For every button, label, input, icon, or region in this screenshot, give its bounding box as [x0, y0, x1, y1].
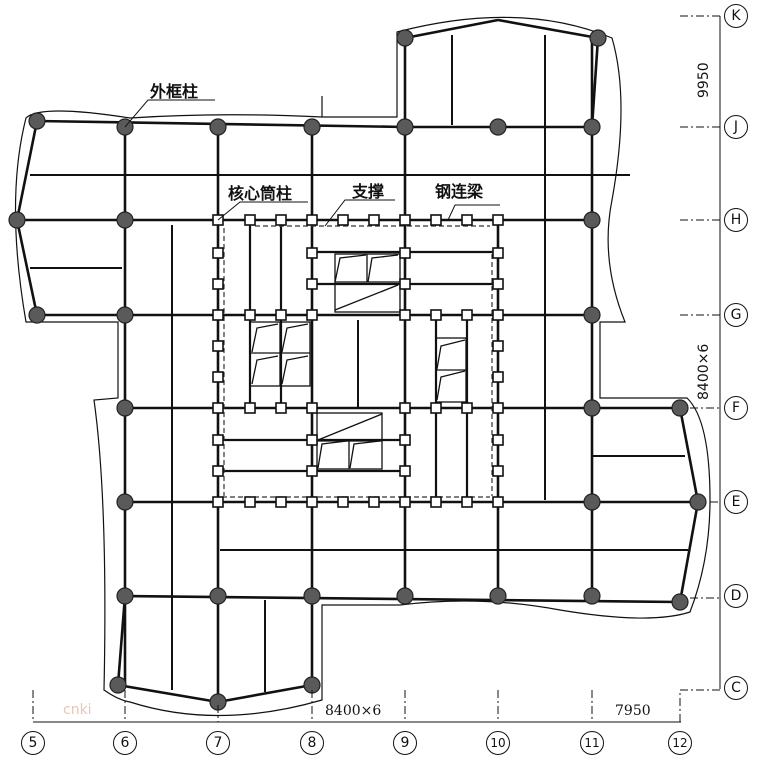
axis-bubble-12: 12 — [668, 731, 692, 755]
axis-bubble-K: K — [724, 4, 748, 28]
outer-frame-columns — [8, 29, 707, 711]
axis-bubble-J: J — [724, 115, 748, 139]
dimension-bottom-main: 8400×6 — [325, 703, 382, 719]
leader-lines — [124, 99, 500, 227]
bracing-panels — [249, 253, 467, 470]
axis-bubble-F: F — [724, 396, 748, 420]
axis-bubble-5: 5 — [21, 731, 45, 755]
core-columns — [212, 214, 504, 508]
axis-extension-lines — [32, 15, 720, 722]
axis-bubble-7: 7 — [206, 731, 230, 755]
label-outer-frame-column: 外框柱 — [150, 82, 199, 101]
secondary-beams — [30, 35, 688, 692]
axis-bubble-G: G — [724, 303, 748, 327]
axis-lines — [33, 16, 721, 723]
axis-bubble-H: H — [724, 208, 748, 232]
watermark: cnki — [63, 702, 92, 718]
label-steel-coupling-beam: 钢连梁 — [435, 182, 484, 201]
dimension-bottom-end: 7950 — [615, 703, 651, 719]
label-core-tube-column: 核心筒柱 — [228, 184, 293, 203]
axis-bubble-9: 9 — [393, 731, 417, 755]
slab-outline — [14, 16, 711, 717]
core-wall-dashed — [222, 225, 493, 498]
axis-bubble-8: 8 — [300, 731, 324, 755]
axis-bubble-6: 6 — [113, 731, 137, 755]
axis-bubble-E: E — [724, 490, 748, 514]
dimension-right-top: 9950 — [696, 62, 712, 98]
axis-bubble-11: 11 — [580, 731, 604, 755]
axis-bubble-C: C — [724, 676, 748, 700]
axis-bubble-10: 10 — [486, 731, 510, 755]
dimension-right-main: 8400×6 — [696, 343, 712, 400]
axis-bubble-D: D — [724, 584, 748, 608]
label-bracing: 支撑 — [352, 182, 385, 201]
